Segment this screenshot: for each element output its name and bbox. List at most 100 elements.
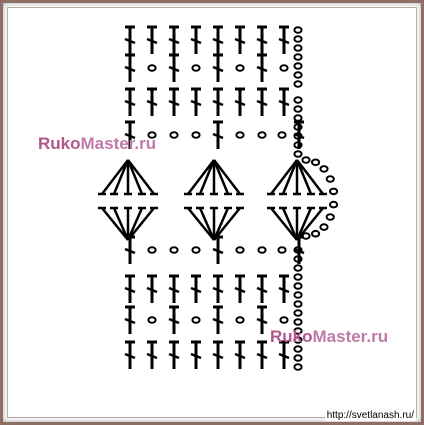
double-crochet-symbol — [168, 340, 180, 369]
chain-symbol — [147, 246, 157, 254]
chain-symbol — [293, 345, 303, 353]
chain-arc-symbol — [325, 175, 335, 183]
double-crochet-symbol — [146, 87, 158, 116]
double-crochet-symbol — [256, 305, 268, 334]
double-crochet-symbol — [124, 53, 136, 82]
watermark-bottom-part2: Master.ru — [312, 327, 389, 346]
chain-symbol — [293, 141, 303, 149]
chain-symbol — [293, 255, 303, 263]
chain-symbol — [293, 318, 303, 326]
chain-symbol — [293, 309, 303, 317]
chain-symbol — [293, 105, 303, 113]
source-url[interactable]: http://svetlanash.ru/ — [324, 410, 416, 421]
chain-symbol — [277, 246, 287, 254]
chain-symbol — [277, 131, 287, 139]
double-crochet-symbol — [124, 120, 136, 149]
chain-symbol — [293, 35, 303, 43]
double-crochet-symbol — [278, 87, 290, 116]
double-crochet-symbol — [256, 53, 268, 82]
double-crochet-symbol — [278, 274, 290, 303]
double-crochet-symbol — [256, 274, 268, 303]
chain-symbol — [147, 131, 157, 139]
double-crochet-symbol — [124, 87, 136, 116]
watermark-bottom-part1: Ruko — [270, 327, 313, 346]
chain-symbol — [293, 363, 303, 371]
double-crochet-symbol — [124, 274, 136, 303]
chain-symbol — [293, 96, 303, 104]
double-crochet-symbol — [234, 274, 246, 303]
double-crochet-symbol — [124, 235, 136, 264]
chain-symbol — [191, 316, 201, 324]
chain-arc-symbol — [319, 165, 329, 173]
double-crochet-symbol — [190, 25, 202, 54]
chain-symbol — [293, 80, 303, 88]
chain-symbol — [293, 264, 303, 272]
chain-symbol — [293, 132, 303, 140]
pineapple-cluster-left — [98, 159, 158, 241]
double-crochet-symbol — [124, 25, 136, 54]
chain-arc-symbol — [301, 232, 311, 240]
chain-symbol — [235, 64, 245, 72]
chain-symbol — [293, 300, 303, 308]
double-crochet-symbol — [190, 340, 202, 369]
double-crochet-symbol — [190, 87, 202, 116]
chain-symbol — [147, 64, 157, 72]
chain-arc-symbol — [301, 156, 311, 164]
double-crochet-symbol — [278, 340, 290, 369]
chain-symbol — [293, 282, 303, 290]
double-crochet-symbol — [146, 340, 158, 369]
double-crochet-symbol — [234, 87, 246, 116]
chain-arc-symbol — [328, 200, 339, 209]
chain-symbol — [293, 71, 303, 79]
chain-arc-symbol — [325, 213, 335, 221]
chain-symbol — [279, 316, 289, 324]
chain-symbol — [235, 316, 245, 324]
chain-symbol — [191, 131, 201, 139]
chain-symbol — [279, 64, 289, 72]
watermark-top-part2: Master.ru — [80, 134, 157, 153]
double-crochet-symbol — [256, 87, 268, 116]
double-crochet-symbol — [168, 53, 180, 82]
chain-symbol — [293, 327, 303, 335]
double-crochet-symbol — [146, 274, 158, 303]
double-crochet-symbol — [124, 305, 136, 334]
chain-arc-symbol — [328, 187, 339, 196]
chain-symbol — [147, 316, 157, 324]
chain-arc-symbol — [319, 223, 329, 231]
double-crochet-symbol — [124, 340, 136, 369]
pineapple-cluster-middle — [184, 159, 244, 241]
double-crochet-symbol — [212, 340, 224, 369]
chain-symbol — [257, 131, 267, 139]
double-crochet-symbol — [212, 25, 224, 54]
double-crochet-symbol — [168, 87, 180, 116]
double-crochet-symbol — [256, 340, 268, 369]
double-crochet-symbol — [256, 25, 268, 54]
double-crochet-symbol — [168, 274, 180, 303]
chain-symbol — [293, 26, 303, 34]
double-crochet-symbol — [168, 25, 180, 54]
chain-symbol — [293, 291, 303, 299]
double-crochet-symbol — [234, 25, 246, 54]
double-crochet-symbol — [212, 120, 224, 149]
chain-symbol — [293, 336, 303, 344]
frame-inner-border — [7, 7, 417, 418]
double-crochet-symbol — [212, 274, 224, 303]
watermark-top-part1: Ruko — [38, 134, 81, 153]
chain-symbol — [293, 150, 303, 158]
double-crochet-symbol — [234, 340, 246, 369]
chain-symbol — [293, 44, 303, 52]
double-crochet-symbol — [278, 25, 290, 54]
double-crochet-symbol — [212, 305, 224, 334]
chain-symbol — [257, 246, 267, 254]
chain-symbol — [293, 123, 303, 131]
chain-symbol — [191, 64, 201, 72]
chain-symbol — [235, 246, 245, 254]
double-crochet-symbol — [146, 25, 158, 54]
chain-symbol — [293, 62, 303, 70]
double-crochet-symbol — [190, 274, 202, 303]
double-crochet-symbol — [212, 87, 224, 116]
chain-arc-symbol — [310, 158, 321, 167]
double-crochet-symbol — [212, 53, 224, 82]
